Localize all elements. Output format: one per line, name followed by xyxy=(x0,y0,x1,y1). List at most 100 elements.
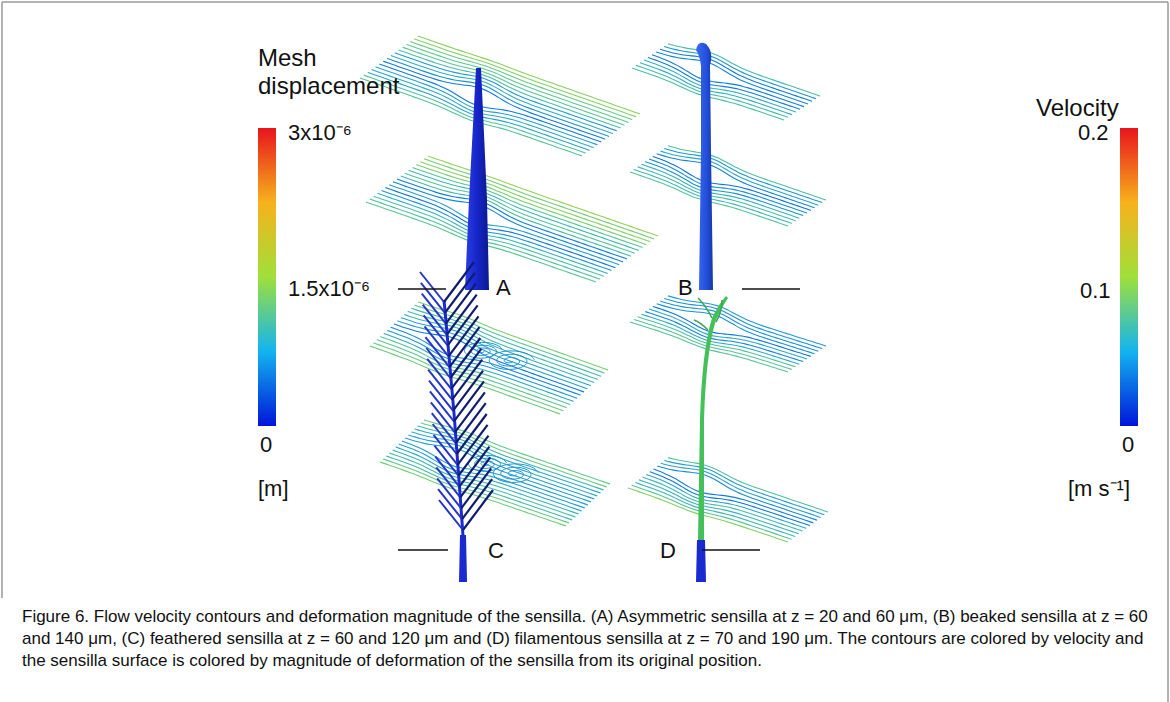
color-bar xyxy=(258,128,276,426)
feathered-stalk xyxy=(459,535,467,582)
feathered-sensillum xyxy=(420,262,493,536)
barb xyxy=(449,316,479,356)
barb xyxy=(446,284,476,324)
streamline xyxy=(401,318,591,386)
streamline xyxy=(384,333,574,401)
barb xyxy=(449,327,479,367)
barb xyxy=(444,262,474,302)
streamline xyxy=(648,57,800,109)
barb xyxy=(459,447,489,487)
barb xyxy=(454,381,484,421)
vortex xyxy=(489,351,534,370)
unit-label: [m s⁻¹] xyxy=(1068,476,1130,501)
streamline xyxy=(668,296,826,346)
vortex xyxy=(468,455,506,471)
frame-line xyxy=(1167,2,1169,702)
streamline-plane xyxy=(380,420,610,526)
streamline xyxy=(383,61,605,139)
streamline xyxy=(653,156,811,210)
streamline xyxy=(414,39,636,117)
streamline xyxy=(628,488,788,542)
reference-line xyxy=(702,549,760,551)
barb xyxy=(453,371,483,411)
tick-label: 0 xyxy=(1122,432,1134,457)
axis-title: Velocity xyxy=(1036,94,1119,122)
streamline xyxy=(397,179,627,259)
streamline-plane xyxy=(632,44,820,120)
streamline xyxy=(636,65,788,117)
streamline-plane xyxy=(366,156,658,282)
barb xyxy=(463,490,493,530)
filament-stalk xyxy=(696,540,706,582)
streamline xyxy=(386,456,572,520)
streamline xyxy=(405,438,591,502)
beaked-sensillum xyxy=(696,43,713,290)
reference-line xyxy=(398,288,446,290)
filament-branches xyxy=(694,298,722,330)
tick-label: 1.5x10⁻⁶ xyxy=(288,276,370,301)
streamline xyxy=(421,423,607,487)
streamline xyxy=(396,447,582,511)
streamline xyxy=(632,485,792,539)
streamline xyxy=(382,191,612,271)
streamline xyxy=(646,474,806,528)
asymmetric-sensillum xyxy=(465,68,489,290)
streamline xyxy=(660,49,812,101)
streamline xyxy=(391,327,581,395)
barb xyxy=(462,479,492,519)
streamline xyxy=(413,168,643,248)
streamline-planes xyxy=(360,36,828,542)
streamline xyxy=(643,477,803,531)
streamline xyxy=(420,162,650,242)
streamline xyxy=(657,304,815,354)
barb xyxy=(452,360,482,400)
streamline xyxy=(664,299,822,349)
streamline xyxy=(385,188,615,268)
barb xyxy=(458,436,488,476)
tick-label: 3x10⁻⁶ xyxy=(288,120,352,145)
streamline xyxy=(405,173,635,253)
streamline xyxy=(375,67,597,145)
reference-lines xyxy=(398,289,800,550)
streamline xyxy=(424,159,654,239)
reference-line xyxy=(398,549,448,551)
barb xyxy=(450,338,480,378)
barb xyxy=(455,392,485,432)
streamline xyxy=(406,44,628,122)
streamline xyxy=(389,453,575,517)
panel-letter: A xyxy=(496,275,511,300)
streamline xyxy=(649,159,807,213)
streamline xyxy=(408,435,594,499)
streamline xyxy=(411,432,597,496)
streamline-plane xyxy=(630,296,826,372)
barb xyxy=(447,295,477,335)
streamline xyxy=(644,60,796,112)
frame-line xyxy=(2,1,1168,3)
panel-letter: B xyxy=(678,275,693,300)
streamline xyxy=(393,450,579,514)
streamline xyxy=(387,330,577,398)
streamline xyxy=(640,63,792,115)
barb xyxy=(460,457,490,497)
streamline xyxy=(395,53,617,131)
barb xyxy=(448,305,478,345)
streamline xyxy=(638,167,796,221)
panel-letter: C xyxy=(488,538,504,563)
color-bar xyxy=(1120,128,1138,426)
barb xyxy=(445,273,475,313)
streamline xyxy=(653,306,811,356)
streamline xyxy=(370,346,560,414)
tick-label: 0 xyxy=(260,432,272,457)
streamline xyxy=(399,50,621,128)
figure-caption: Figure 6. Flow velocity contours and def… xyxy=(22,606,1148,672)
streamline xyxy=(379,64,601,142)
streamline xyxy=(374,196,604,276)
frame-line xyxy=(1,2,3,598)
streamline xyxy=(650,472,810,526)
sensilla xyxy=(420,43,728,582)
streamline xyxy=(393,182,623,262)
barb xyxy=(457,414,487,454)
